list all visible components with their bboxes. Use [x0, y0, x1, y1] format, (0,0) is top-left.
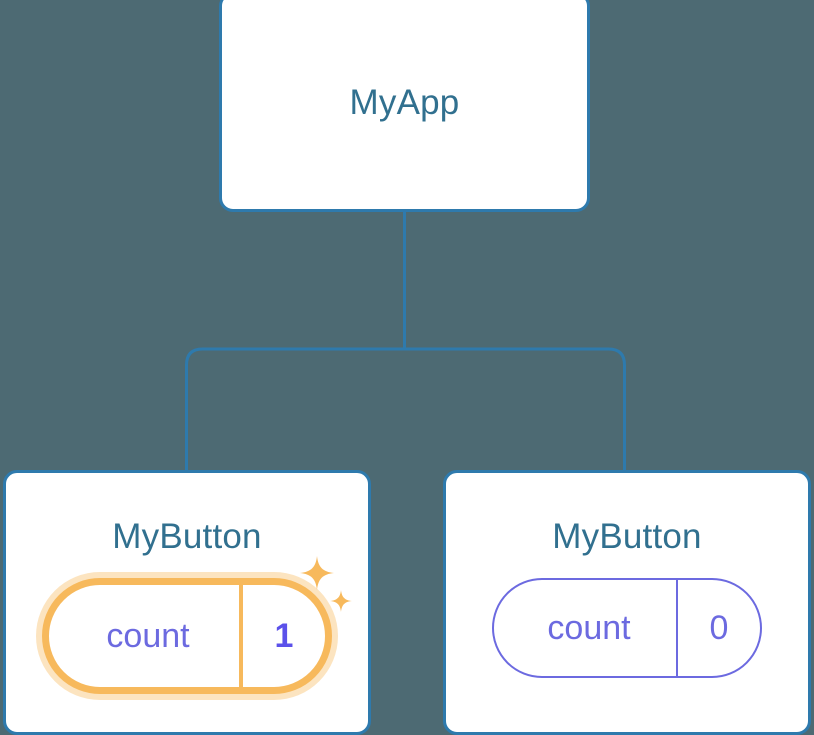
node-title-child-1: MyButton [552, 517, 702, 556]
state-pill-child-1[interactable]: count 0 [492, 578, 762, 678]
node-title-child-0: MyButton [112, 517, 262, 556]
state-pill-divider-child-0 [239, 585, 243, 687]
state-pill-wrap-child-1: count 0 [446, 578, 808, 678]
state-key-child-0: count [106, 616, 190, 655]
sparkle-small-icon [330, 590, 352, 612]
state-pill-divider-child-1 [676, 580, 678, 676]
node-card-child-1[interactable]: MyButton count 0 [443, 470, 811, 735]
connector-child-branches [185, 347, 626, 470]
state-pill-child-0[interactable]: count 1 [42, 578, 332, 694]
node-card-child-0[interactable]: MyButton count 1 [3, 470, 371, 735]
state-value-child-0: 1 [274, 616, 294, 655]
node-title-root: MyApp [349, 82, 460, 122]
node-card-root[interactable]: MyApp [219, 0, 590, 212]
state-pill-wrap-child-0: count 1 [6, 556, 368, 694]
state-key-child-1: count [547, 608, 631, 647]
state-value-child-1: 0 [709, 608, 729, 647]
